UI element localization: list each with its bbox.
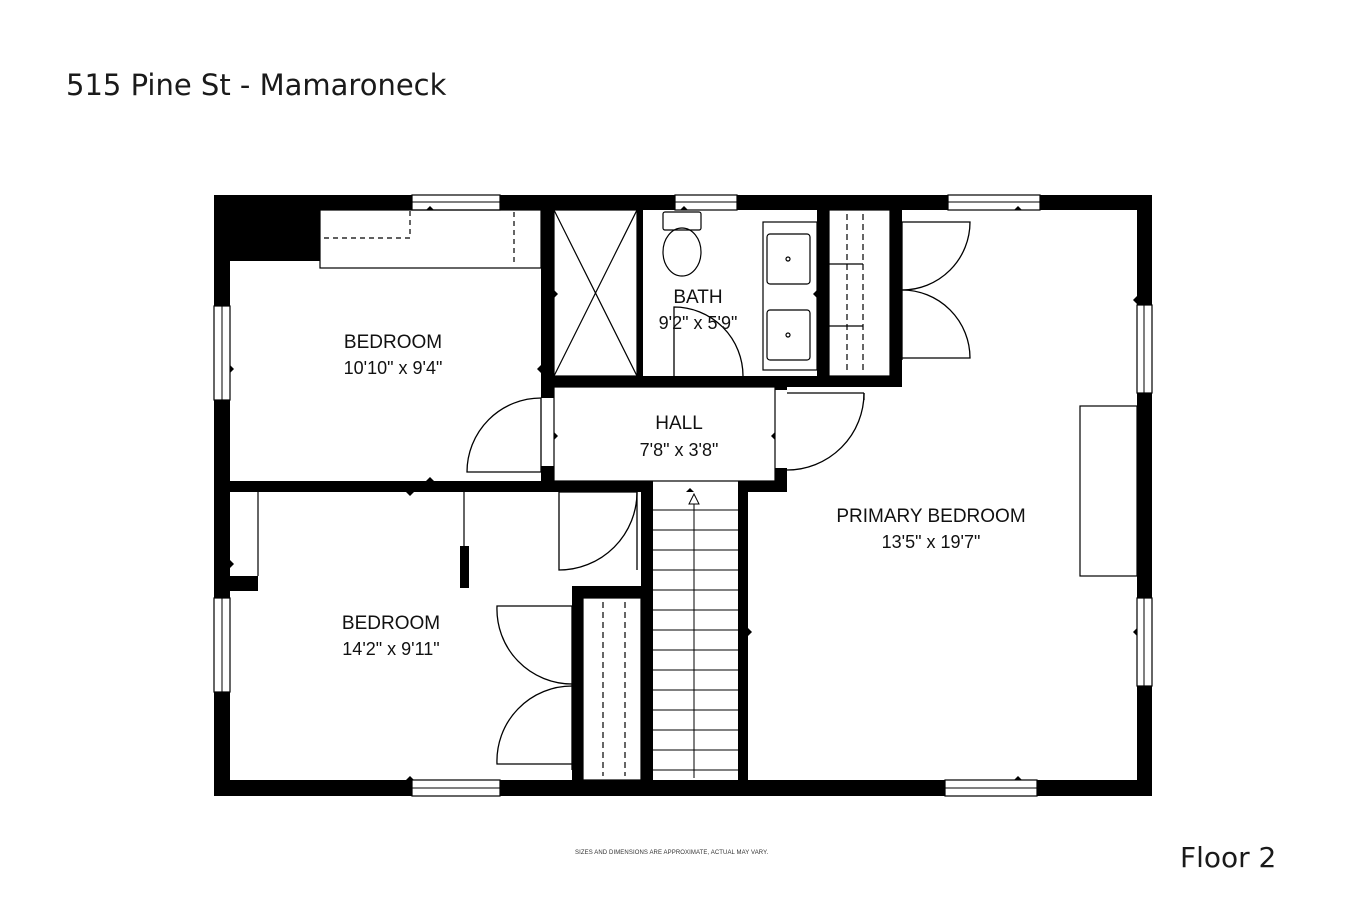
closet-bedroom1 — [319, 209, 542, 269]
dresser-primary — [1079, 405, 1138, 577]
room-name: HALL — [655, 413, 703, 434]
door-bath — [673, 306, 744, 377]
room-dimensions: 10'10" x 9'4" — [344, 358, 443, 378]
room-dimensions: 14'2" x 9'11" — [342, 639, 439, 659]
room-name: BEDROOM — [344, 332, 442, 353]
stair-direction-arrow — [688, 492, 700, 505]
property-address: 515 Pine St - Mamaroneck — [66, 68, 447, 102]
room-dimensions: 9'2" x 5'9" — [659, 313, 738, 333]
wall-hall-right-upper — [775, 380, 787, 390]
dimension-markers — [230, 206, 1137, 780]
wall-stair-left — [641, 481, 653, 796]
walls — [214, 195, 1152, 796]
window-glass-lines — [221, 201, 1145, 789]
room-name: BEDROOM — [342, 613, 440, 634]
wall-left — [214, 195, 230, 796]
windows — [213, 194, 1153, 797]
toilet — [662, 211, 702, 277]
door-primary-bedroom — [786, 392, 865, 471]
chimney-block — [214, 195, 320, 261]
wall-closet-right — [890, 208, 902, 387]
closet-bath-side — [828, 209, 891, 377]
wall-hall-bottom-left — [541, 481, 653, 492]
wall-hall-left — [541, 376, 554, 398]
room-name: BATH — [673, 287, 722, 308]
room-labels: BEDROOM 10'10" x 9'4" BATH 9'2" x 5'9" H… — [342, 287, 1026, 659]
linen-closet — [582, 597, 642, 781]
wall-stair-right — [738, 481, 748, 796]
door-bedroom2 — [558, 491, 638, 571]
wall-linen-left — [572, 586, 583, 796]
wall-bedrooms-divider — [214, 481, 559, 492]
wall-bedroom1-right-upper — [541, 208, 554, 396]
post-bedroom2 — [460, 546, 469, 588]
doors — [466, 221, 971, 770]
staircase — [653, 492, 738, 778]
door-bedroom1 — [466, 397, 542, 473]
wall-hall-bottom-right — [738, 481, 787, 492]
wall-bath-right — [817, 208, 829, 380]
wall-bath-shower — [637, 208, 643, 380]
vanity-sinks — [762, 221, 818, 371]
room-dimensions: 13'5" x 19'7" — [882, 532, 981, 552]
door-closet-primary — [901, 221, 971, 360]
wall-right — [1137, 195, 1152, 796]
wall-bath-bottom — [541, 376, 901, 387]
floor-label: Floor 2 — [1180, 841, 1277, 874]
wall-stub-bedroom2 — [228, 576, 258, 591]
room-dimensions: 7'8" x 3'8" — [640, 440, 719, 460]
hall-outline — [553, 386, 776, 482]
wall-linen-top — [572, 586, 653, 598]
door-closet-bedroom2 — [496, 605, 573, 770]
disclaimer-text: SIZES AND DIMENSIONS ARE APPROXIMATE, AC… — [575, 850, 769, 856]
room-name: PRIMARY BEDROOM — [836, 506, 1025, 527]
